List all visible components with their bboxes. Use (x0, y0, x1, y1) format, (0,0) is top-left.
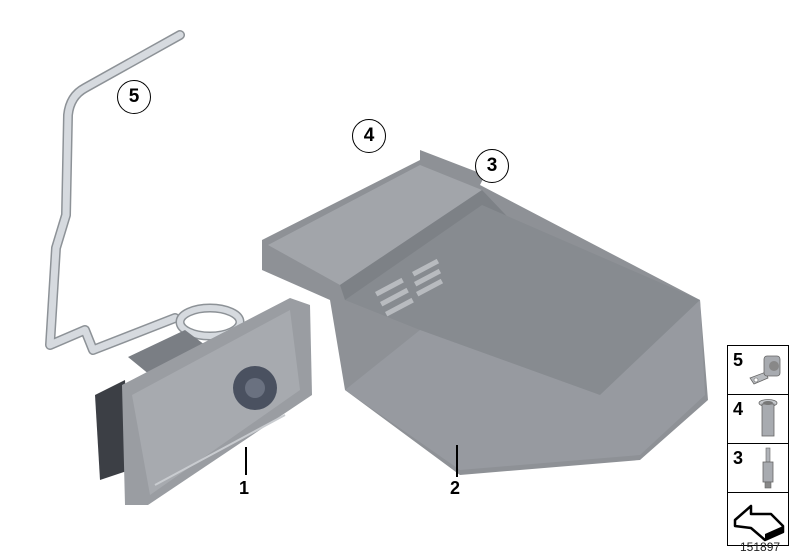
part-label-1: 1 (239, 478, 250, 498)
callout-3: 3 (475, 149, 509, 183)
bolt-stud-icon (762, 447, 774, 489)
legend-item-direction (728, 493, 788, 545)
legend-number: 4 (733, 399, 744, 419)
blower-unit-part-1 (95, 298, 312, 505)
pipe-part-5 (45, 30, 245, 355)
legend-number: 3 (733, 448, 744, 468)
leader-line-1 (245, 447, 247, 475)
legend-item-5: 5 (728, 346, 788, 395)
legend-number: 5 (733, 350, 744, 370)
legend-item-4: 4 (728, 395, 788, 444)
storage-tray-part-2 (262, 150, 708, 475)
leader-line-2 (456, 445, 458, 477)
sleeve-bushing-icon (758, 399, 778, 437)
document-id: 151897 (740, 540, 781, 554)
bracket-clip-icon (749, 355, 781, 385)
small-parts-legend: 5 4 3 (727, 345, 789, 546)
legend-item-3: 3 (728, 444, 788, 493)
part-label-2: 2 (450, 478, 461, 498)
arrow-direction-icon (733, 504, 785, 542)
vent-slats (375, 258, 444, 317)
callout-4: 4 (352, 119, 386, 153)
callout-5: 5 (117, 80, 151, 114)
